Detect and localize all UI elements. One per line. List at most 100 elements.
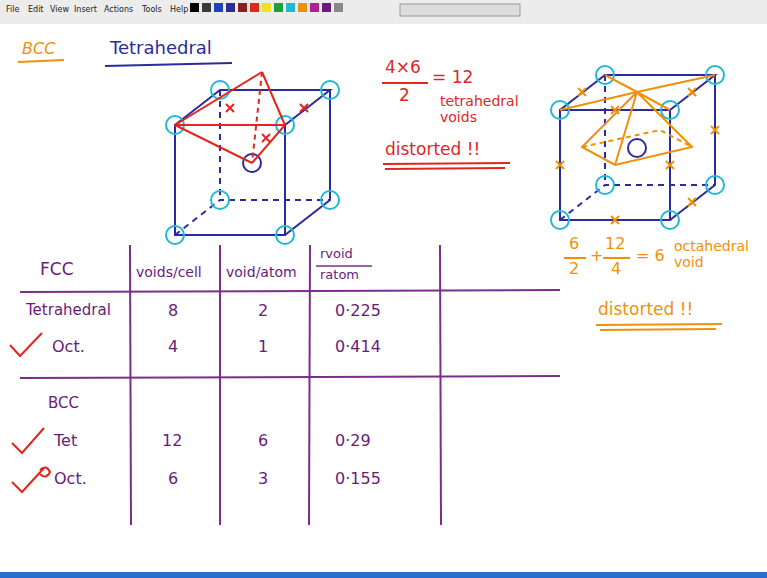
body-centre-atom <box>628 139 646 157</box>
void-line <box>262 72 285 125</box>
void-line <box>175 124 285 126</box>
void-line <box>252 72 262 163</box>
void-mark <box>300 104 308 112</box>
calculation: 4 <box>611 260 621 278</box>
remark: distorted !! <box>598 300 693 320</box>
tick <box>10 333 42 356</box>
table-header: void/atom <box>226 264 297 280</box>
atom <box>166 226 184 244</box>
swatch <box>322 3 331 12</box>
atoms-right <box>551 66 724 229</box>
table-cell: BCC <box>48 395 79 412</box>
swatch <box>334 3 343 12</box>
calculation: 2 <box>569 260 579 278</box>
cube-edge <box>285 90 330 235</box>
tick <box>12 428 44 453</box>
table-rule <box>219 245 221 525</box>
atom <box>276 226 294 244</box>
menu-item: View <box>50 5 69 14</box>
fraction-bar <box>564 257 586 259</box>
atom <box>321 191 339 209</box>
heading-underline <box>105 63 232 66</box>
fraction-bar <box>382 82 428 84</box>
atom <box>596 176 614 194</box>
swatch <box>238 3 247 12</box>
remark: distorted !! <box>385 140 480 160</box>
table-header: ratom <box>320 268 359 283</box>
menu-item: File <box>6 5 19 14</box>
table-header: rvoid <box>320 247 353 262</box>
table-cell: 8 <box>168 302 178 320</box>
menu-item: Edit <box>28 5 44 14</box>
table-header: voids/cell <box>136 264 202 280</box>
table-cell: 0·29 <box>335 432 371 450</box>
table-cell: FCC <box>40 260 74 280</box>
table-cell: Tetrahedral <box>26 302 111 319</box>
atom <box>551 211 569 229</box>
table-cell: Tet <box>54 432 77 450</box>
swatch <box>274 3 283 12</box>
table-cell: 0·155 <box>335 470 381 488</box>
table-rule <box>130 245 131 525</box>
void-mark <box>688 88 696 96</box>
table-cell: 6 <box>258 432 268 450</box>
table-rule <box>309 245 310 525</box>
result-note: tetrahedral voids <box>440 93 540 125</box>
atom <box>661 211 679 229</box>
calculation: 6 <box>569 235 579 253</box>
menu-item: Help <box>170 5 188 14</box>
void-mark <box>262 134 270 142</box>
fraction-bar <box>316 265 372 267</box>
double-underline <box>596 324 722 330</box>
void-mark <box>556 161 564 169</box>
atom <box>211 81 229 99</box>
void-line <box>252 125 285 163</box>
void-mark <box>666 161 674 169</box>
taskbar <box>0 572 767 578</box>
result-note: octahedral void <box>674 238 762 270</box>
void-line <box>175 125 252 163</box>
void-line <box>582 130 692 147</box>
table-cell: 4 <box>168 338 178 356</box>
hidden-edge <box>219 90 221 200</box>
tetrahedral-void-sketch <box>175 72 308 163</box>
swatch <box>214 3 223 12</box>
calculation: 2 <box>399 86 410 106</box>
calculation: 12 <box>605 235 625 253</box>
swatch <box>298 3 307 12</box>
table-cell: 3 <box>258 470 268 488</box>
swatch <box>190 3 199 12</box>
menu-item: Insert <box>74 5 97 14</box>
table-rule <box>20 376 560 378</box>
atom <box>706 176 724 194</box>
table-cell: 2 <box>258 302 268 320</box>
fraction-bar <box>603 257 630 259</box>
table-cell: Oct. <box>52 338 85 356</box>
menu-item: Actions <box>104 5 133 14</box>
atom <box>321 81 339 99</box>
swatch <box>310 3 319 12</box>
tick <box>12 468 44 492</box>
scribble <box>40 467 50 476</box>
page-title: BCC <box>22 40 55 58</box>
comparison-table <box>20 245 560 525</box>
double-underline <box>383 163 510 169</box>
swatch <box>202 3 211 12</box>
menu-item: Tools <box>142 5 162 14</box>
void-mark <box>711 126 719 134</box>
void-mark <box>226 104 234 112</box>
atom <box>211 191 229 209</box>
table-cell: Oct. <box>54 470 87 488</box>
octahedral-void-sketch <box>556 75 719 224</box>
table-rule <box>440 245 441 525</box>
swatch <box>250 3 259 12</box>
table-cell: 12 <box>162 432 182 450</box>
swatch <box>262 3 271 12</box>
table-cell: 1 <box>258 338 268 356</box>
calculation: 4×6 <box>385 58 421 78</box>
sketch-heading: Tetrahedral <box>110 38 212 59</box>
void-line <box>175 72 262 125</box>
table-cell: 0·225 <box>335 302 381 320</box>
